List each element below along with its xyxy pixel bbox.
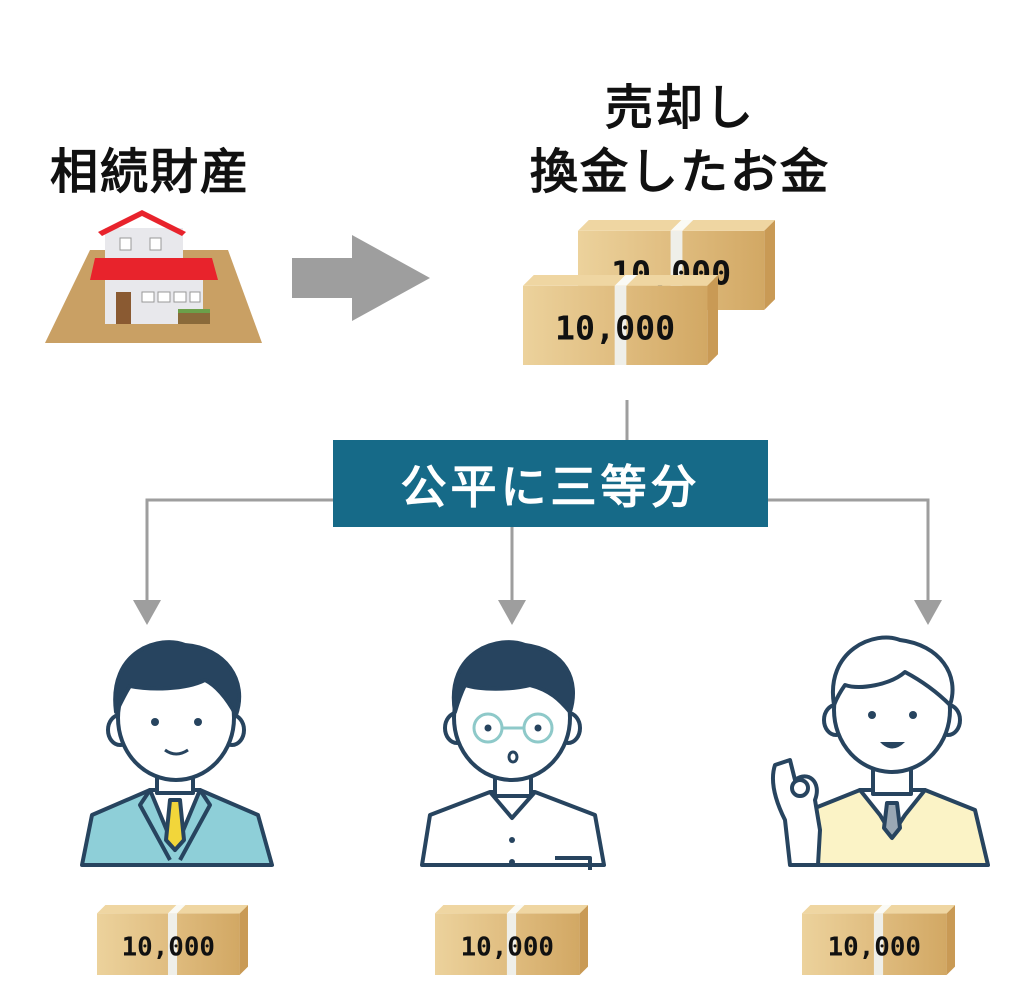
bundle-amount-label: 10,000 xyxy=(122,932,215,962)
sold-title-line1: 売却し xyxy=(604,80,755,136)
inherited-property-title: 相続財産 xyxy=(49,144,250,200)
money-bundle-icon: 10,000 xyxy=(523,275,718,365)
heir-bundle-icon: 10,000 xyxy=(97,905,249,975)
heir-bundle-icon: 10,000 xyxy=(435,905,588,975)
heir-bundle-icon: 10,000 xyxy=(802,905,955,975)
bundle-amount-label: 10,000 xyxy=(461,932,554,962)
split-equally-label: 公平に三等分 xyxy=(333,440,768,527)
sold-title-line2: 換金したお金 xyxy=(529,144,830,200)
bundle-amount-label: 10,000 xyxy=(828,932,921,962)
bundle-amount-label: 10,000 xyxy=(555,309,675,348)
